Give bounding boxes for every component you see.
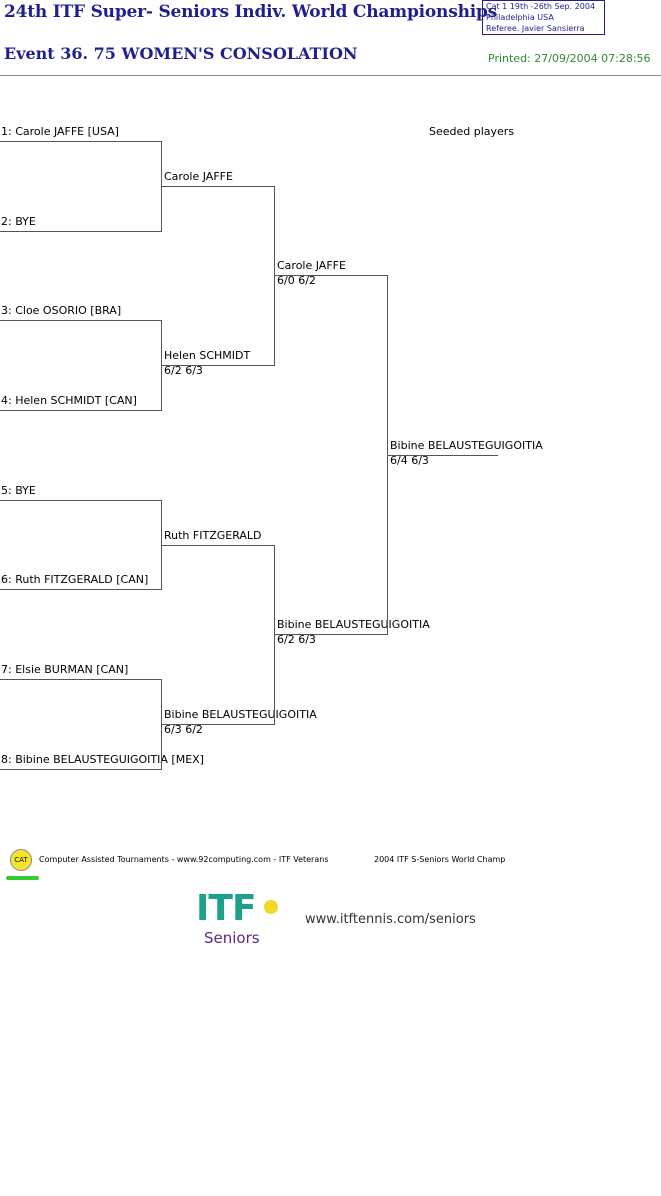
footer-credits: Computer Assisted Tournaments - www.92co… xyxy=(39,855,329,864)
sf-winner-2: Bibine BELAUSTEGUIGOITIA xyxy=(277,618,430,631)
sf-winner-1: Carole JAFFE xyxy=(277,259,346,272)
r2-winner-1: Carole JAFFE xyxy=(164,170,233,183)
bracket-line xyxy=(387,275,388,634)
tennis-ball-icon xyxy=(264,900,278,914)
entrant-1: 1: Carole JAFFE [USA] xyxy=(1,125,119,138)
website-link[interactable]: www.itftennis.com/seniors xyxy=(305,912,476,927)
bracket-line xyxy=(161,500,162,589)
itf-logo-seniors: Seniors xyxy=(204,929,260,947)
bracket-line xyxy=(0,500,162,501)
bracket-line xyxy=(161,141,162,231)
tournament-info-box: Cat 1 19th -26th Sep. 2004 Philadelphia … xyxy=(482,0,605,35)
bracket-line xyxy=(0,231,162,232)
r2-score-2: 6/2 6/3 xyxy=(164,364,203,377)
bracket-line xyxy=(162,186,275,187)
entrant-7: 7: Elsie BURMAN [CAN] xyxy=(1,663,129,676)
r2-winner-3: Ruth FITZGERALD xyxy=(164,529,262,542)
cat-logo-icon: CAT xyxy=(10,849,32,871)
bracket-line xyxy=(0,320,162,321)
r2-score-4: 6/3 6/2 xyxy=(164,723,203,736)
bracket-line xyxy=(161,320,162,410)
bracket-line xyxy=(274,545,275,724)
entrant-8: 8: Bibine BELAUSTEGUIGOITIA [MEX] xyxy=(1,753,204,766)
info-referee: Referee. Javier Sansierra xyxy=(486,24,585,33)
sf-score-2: 6/2 6/3 xyxy=(277,633,316,646)
bracket-line xyxy=(388,455,498,456)
entrant-2: 2: BYE xyxy=(1,215,36,228)
bracket-line xyxy=(0,589,162,590)
info-category-dates: Cat 1 19th -26th Sep. 2004 xyxy=(486,2,596,11)
seeded-players-label: Seeded players xyxy=(429,125,515,138)
bracket-line xyxy=(161,679,162,769)
final-score: 6/4 6/3 xyxy=(390,454,429,467)
entrant-6: 6: Ruth FITZGERALD [CAN] xyxy=(1,573,149,586)
entrant-3: 3: Cloe OSORIO [BRA] xyxy=(1,304,122,317)
r2-winner-4: Bibine BELAUSTEGUIGOITIA xyxy=(164,708,317,721)
bracket-line xyxy=(162,724,275,725)
cat-logo-underline xyxy=(6,876,39,880)
r2-winner-2: Helen SCHMIDT xyxy=(164,349,251,362)
bracket-line xyxy=(162,365,275,366)
info-location: Philadelphia USA xyxy=(486,13,554,22)
final-winner: Bibine BELAUSTEGUIGOITIA xyxy=(390,439,543,452)
bracket-line xyxy=(0,769,162,770)
itf-logo-word: ITF xyxy=(196,888,257,929)
bracket-line xyxy=(0,679,162,680)
itf-seniors-logo: ITF Seniors xyxy=(196,890,286,948)
bracket-line xyxy=(162,545,275,546)
sf-score-1: 6/0 6/2 xyxy=(277,274,316,287)
bracket-line xyxy=(0,410,162,411)
entrant-5: 5: BYE xyxy=(1,484,36,497)
bracket-line xyxy=(274,186,275,365)
page-title: 24th ITF Super- Seniors Indiv. World Cha… xyxy=(4,2,498,22)
bracket-line xyxy=(275,275,388,276)
footer-tournament: 2004 ITF S-Seniors World Champ xyxy=(374,855,506,864)
bracket-line xyxy=(275,634,388,635)
bracket-line xyxy=(0,141,162,142)
event-title: Event 36. 75 WOMEN'S CONSOLATION xyxy=(4,44,358,63)
printed-timestamp: Printed: 27/09/2004 07:28:56 xyxy=(488,52,651,65)
entrant-4: 4: Helen SCHMIDT [CAN] xyxy=(1,394,137,407)
header-divider xyxy=(0,75,661,76)
